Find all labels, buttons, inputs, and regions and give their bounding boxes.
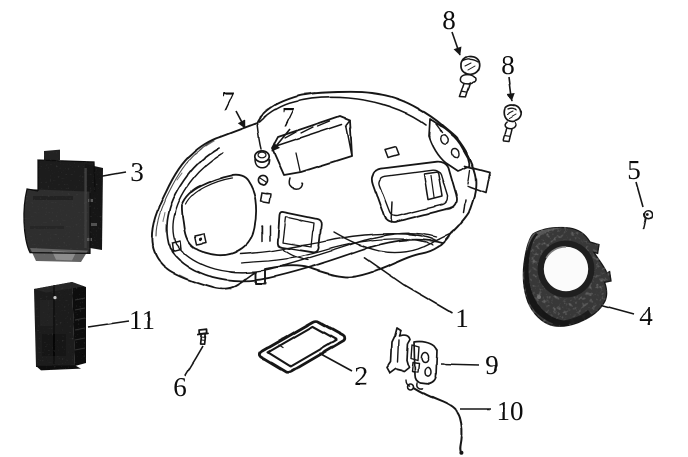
callout-7-label: 7 (281, 102, 295, 132)
callout-layer: 1 2 3 4 5 6 7 7 8 8 9 10 11 (87, 5, 653, 426)
callout-3-label: 3 (130, 157, 144, 187)
callout-7-label: 7 (221, 86, 235, 116)
callout-2-label: 2 (354, 361, 368, 391)
callout-5-label: 5 (627, 155, 641, 185)
part-6-bolt-drawing (197, 328, 210, 346)
callout-6-label: 6 (173, 372, 187, 402)
part-10-cable-drawing (405, 378, 464, 455)
part-3-relay-photo (23, 149, 103, 262)
callout-1-label: 1 (455, 303, 469, 333)
part-8-screw-upper-drawing (458, 55, 481, 99)
callout-7-leader (235, 110, 246, 129)
part-9-bracket-drawing (386, 327, 438, 390)
callout-8-leader (506, 76, 516, 102)
callout-8-label: 8 (442, 5, 456, 35)
part-5-screw-drawing (642, 209, 654, 230)
callout-7-leader (271, 128, 291, 152)
part-8-screw-lower-drawing (502, 104, 523, 143)
callout-9-label: 9 (485, 350, 499, 380)
callout-3-leader (96, 171, 127, 178)
callout-8-leader (451, 31, 462, 56)
part-1-meter-case-drawing (150, 90, 491, 290)
callout-2-leader (318, 352, 353, 372)
part-4-meter-cover-photo (522, 226, 612, 327)
callout-5-leader (635, 181, 644, 208)
callout-10-label: 10 (497, 396, 524, 426)
callout-1-leader (363, 256, 453, 314)
part-2-gasket-drawing (257, 319, 347, 374)
callout-6-leader (184, 345, 204, 377)
callout-4-leader (600, 304, 635, 315)
part-11-cdi-unit-photo (34, 282, 86, 371)
callout-4-label: 4 (639, 301, 653, 331)
callout-9-leader (440, 363, 480, 366)
callout-11-leader (87, 320, 130, 328)
callout-11-label: 11 (129, 305, 155, 335)
callout-8-label: 8 (501, 50, 515, 80)
